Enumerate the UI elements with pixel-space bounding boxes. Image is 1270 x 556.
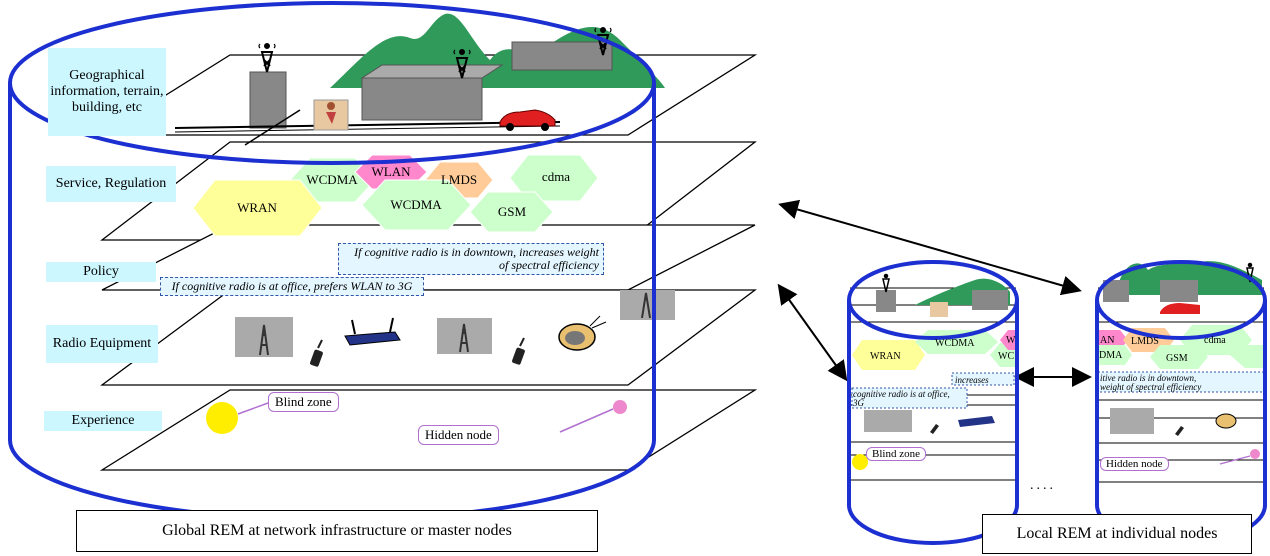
cell-label: WRAN [870, 351, 901, 362]
building-icon [876, 290, 896, 312]
cell-tower-photo-icon [864, 410, 912, 432]
layer-label-policy: Policy [46, 262, 156, 282]
walkie-talkie-icon [310, 339, 323, 367]
policy-note-fragment [951, 372, 1015, 386]
building-icon [1160, 280, 1198, 302]
cell-label: LMDS [441, 172, 477, 187]
building-icon [972, 290, 1008, 310]
hex-cell-dma [1098, 345, 1132, 365]
layer-label-radio-equipment: Radio Equipment [46, 325, 158, 363]
cell-label: GSM [498, 204, 527, 219]
antenna-tower-icon [882, 273, 890, 293]
cell-label: WCDMA [390, 197, 442, 212]
antenna-tower-icon [594, 27, 612, 56]
hidden-node-marker [613, 400, 627, 414]
car-icon [499, 109, 556, 131]
road [174, 125, 561, 133]
local-node-a [847, 260, 1019, 545]
policy-note-office: If cognitive radio is at office, prefers… [160, 277, 424, 296]
experience-contents [206, 400, 627, 434]
more-nodes-ellipsis: .... [1030, 478, 1056, 493]
hidden-node-leader [559, 408, 614, 433]
policy-fragment: weight of spectral efficiency [1100, 382, 1201, 392]
hex-cell-wran [192, 179, 323, 237]
cell-label: GSM [1166, 353, 1188, 364]
layer-label-experience: Experience [44, 411, 162, 431]
cell-label: WCDMA [935, 338, 975, 349]
building-icon [361, 77, 483, 121]
building-icon [360, 64, 504, 79]
policy-fragment: 3G [852, 398, 865, 408]
node-b-labels: AN LMDS cdma DMA GSM itive radio is in d… [1099, 335, 1226, 392]
plane-radio [100, 289, 757, 386]
callout-blind-zone: Blind zone [268, 392, 339, 412]
road [174, 121, 561, 129]
antenna-tower-icon [453, 49, 471, 79]
radio-equipment [235, 290, 675, 367]
router-icon [958, 416, 995, 427]
cell-label: LMDS [1131, 336, 1159, 347]
router-icon [344, 317, 401, 346]
connector-arrows [777, 199, 1092, 387]
cell-tower-photo-icon [437, 318, 492, 354]
hex-cell-w [1000, 330, 1016, 350]
road-cross [244, 109, 301, 146]
hex-cell-wran [852, 340, 925, 370]
walkie-talkie-icon [512, 337, 525, 365]
blind-zone-leader [237, 402, 269, 415]
node-a-labels: WRAN WCDMA WC W increases cognitive radi… [852, 335, 1016, 408]
tv-icon [558, 315, 607, 351]
node-b-callout-hidden-node: Hidden node [1100, 457, 1169, 471]
node-a-callout-blind-zone: Blind zone [866, 447, 926, 461]
global-rem-caption: Global REM at network infrastructure or … [76, 510, 598, 552]
walkie-talkie-icon [1175, 426, 1184, 436]
antenna-tower-icon [258, 43, 276, 73]
cell-tower-photo-icon [235, 317, 293, 357]
hex-cell-wcdma [1230, 345, 1264, 368]
local-rem-caption: Local REM at individual nodes [982, 514, 1252, 554]
blind-zone-marker [852, 454, 868, 470]
person-icon [313, 99, 349, 131]
cell-label: WCDMA [306, 172, 358, 187]
policy-note-downtown: If cognitive radio is in downtown, incre… [338, 243, 604, 275]
cell-label: WC [998, 351, 1014, 362]
hidden-node-leader [1219, 455, 1251, 465]
walkie-talkie-icon [930, 424, 939, 434]
layer-label-service: Service, Regulation [46, 166, 176, 202]
policy-fragment: increases [955, 375, 989, 385]
arrow-global-to-node-a [777, 283, 848, 382]
callout-hidden-node: Hidden node [418, 425, 499, 445]
building-icon [249, 71, 287, 129]
cell-label: AN [1100, 335, 1114, 346]
cell-tower-photo-icon [620, 290, 675, 320]
person-icon [930, 302, 948, 317]
service-cells [192, 154, 599, 237]
blind-zone-marker [206, 402, 238, 434]
cell-label: cdma [542, 169, 570, 184]
arrow-global-to-node-b [778, 199, 1082, 296]
hex-cell-gsm [469, 191, 554, 233]
service-cell-labels: WCDMA WLAN LMDS cdma WRAN WCDMA GSM [237, 164, 570, 219]
cell-tower-photo-icon [1110, 408, 1154, 434]
policy-note-fragment [851, 387, 968, 409]
tv-icon [1215, 413, 1237, 429]
cell-label: W [1006, 335, 1016, 346]
local-node-b [1095, 260, 1267, 545]
building-icon [1103, 280, 1129, 302]
building-icon [511, 41, 613, 71]
hex-cell-wcdma-bottom [361, 179, 472, 231]
hidden-node-marker [1250, 449, 1260, 459]
hex-cell-gsm [1150, 345, 1208, 369]
policy-fragment: itive radio is in downtown, [1100, 373, 1196, 383]
car-icon [1160, 303, 1200, 314]
layer-label-geographic: Geographical information, terrain, build… [48, 48, 166, 136]
cell-label: WLAN [372, 164, 412, 179]
policy-fragment: cognitive radio is at office, [853, 389, 950, 399]
cell-label: cdma [1204, 335, 1226, 346]
cell-label: WRAN [237, 200, 277, 215]
cell-label: DMA [1099, 350, 1123, 361]
